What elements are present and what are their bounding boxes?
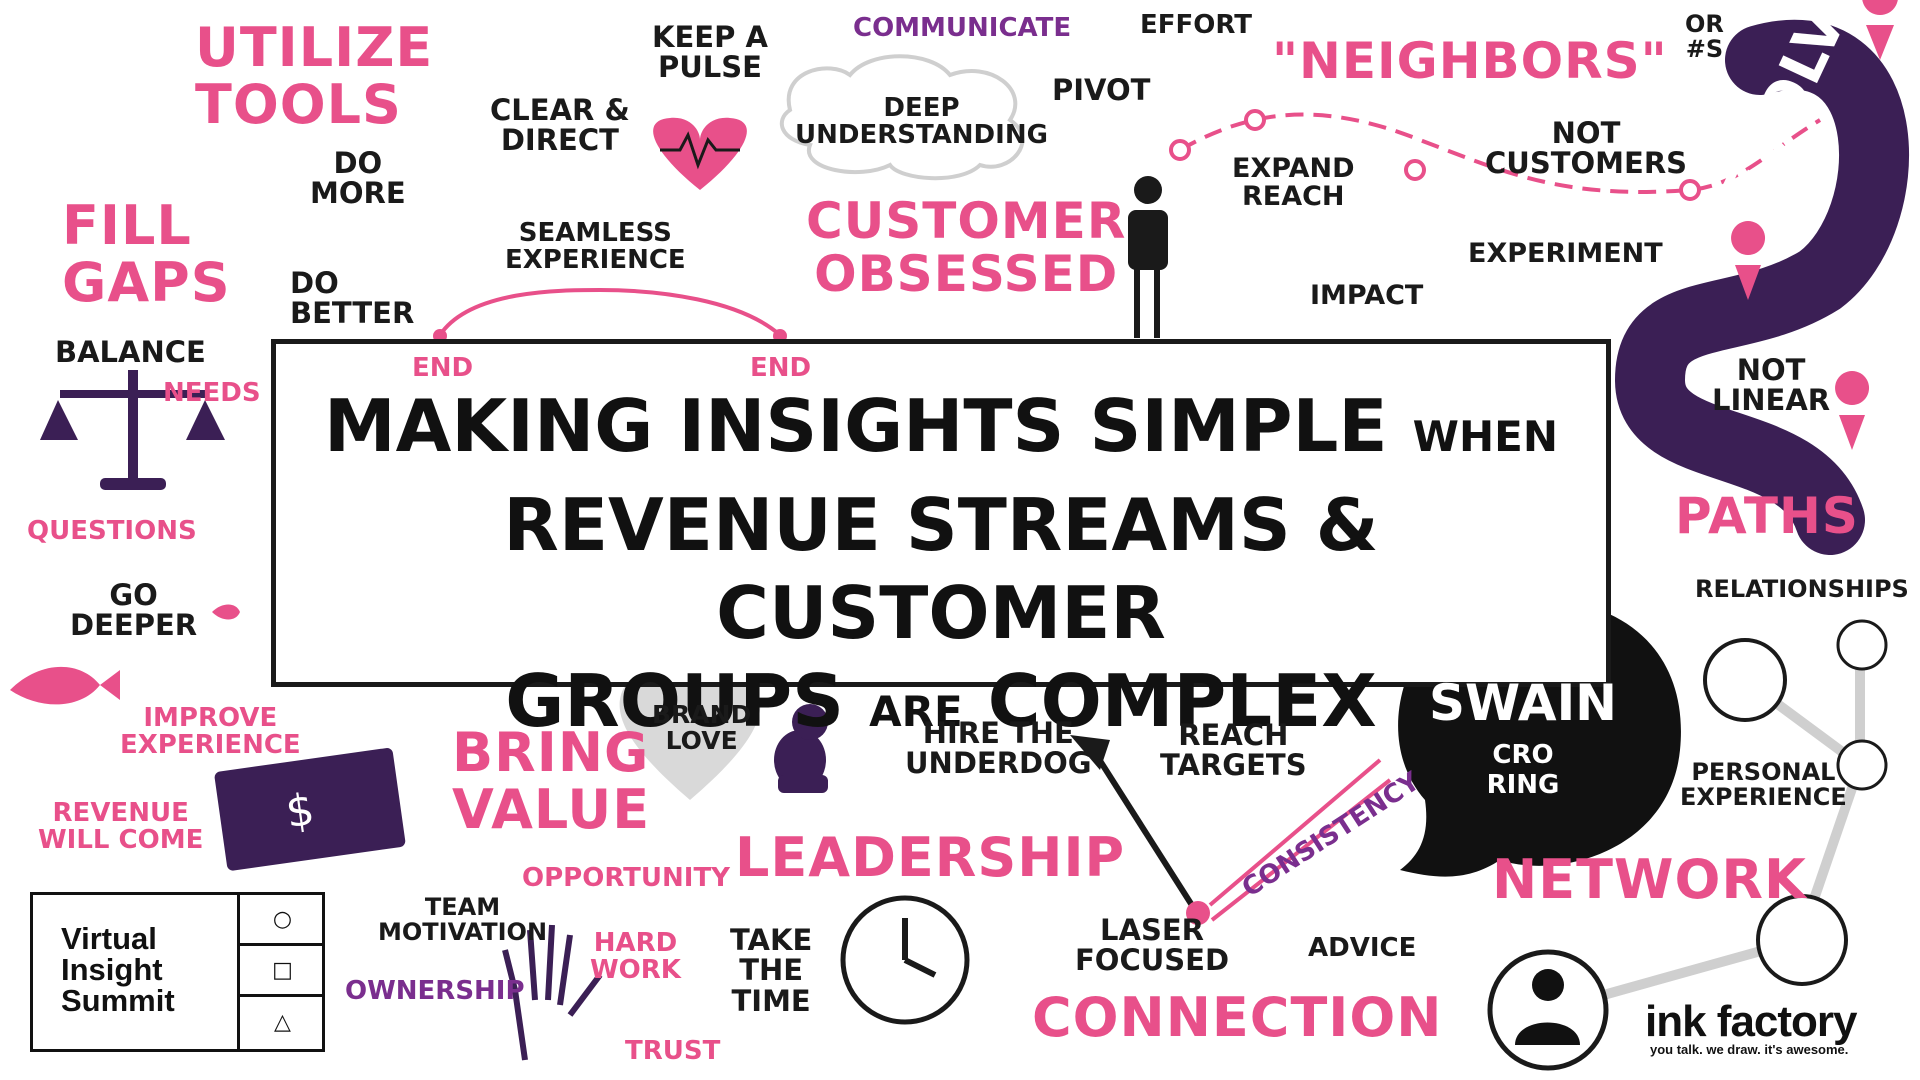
title-line3-small: ARE xyxy=(869,687,963,736)
person-icon xyxy=(1128,176,1168,338)
label-not-customers: NOT CUSTOMERS xyxy=(1485,116,1688,181)
evolve-path-ribbon xyxy=(1614,19,1909,555)
person-icon xyxy=(1515,969,1580,1045)
fish-icon xyxy=(10,666,120,705)
page-title: MAKING INSIGHTS SIMPLE WHEN REVENUE STRE… xyxy=(276,382,1606,756)
label-do-better: DO BETTER xyxy=(290,266,415,331)
label-team-motivation: TEAM MOTIVATION xyxy=(378,893,548,947)
label-reach-targets: REACH TARGETS xyxy=(1160,718,1307,783)
map-pin-icon xyxy=(1862,0,1898,60)
label-bring-value: BRING VALUE xyxy=(452,721,651,841)
label-personal-experience: PERSONAL EXPERIENCE xyxy=(1680,758,1847,812)
label-ownership: OWNERSHIP xyxy=(345,976,525,1006)
label-fill-gaps: FILL GAPS xyxy=(62,194,231,314)
label-network: NETWORK xyxy=(1492,848,1807,911)
label-leadership: LEADERSHIP xyxy=(735,826,1126,889)
label-opportunity: OPPORTUNITY xyxy=(522,863,731,893)
label-utilize-tools: UTILIZE TOOLS xyxy=(195,16,434,136)
event-logo: Virtual Insight Summit ○ □ △ xyxy=(30,892,325,1052)
heart-icon xyxy=(619,661,761,800)
title-line1-small: WHEN xyxy=(1412,412,1558,461)
money-icon: $ xyxy=(214,748,406,871)
speaker-role: CRO RING xyxy=(1486,740,1560,800)
label-communicate: COMMUNICATE xyxy=(853,13,1072,43)
label-balance: BALANCE xyxy=(55,335,206,369)
ink-factory-tagline: you talk. we draw. it's awesome. xyxy=(1650,1042,1849,1057)
label-paths: PATHS xyxy=(1675,487,1859,545)
hand-icon xyxy=(502,924,603,1061)
label-customer-obsessed: CUSTOMER OBSESSED xyxy=(806,192,1127,303)
label-trust: TRUST xyxy=(625,1036,721,1066)
label-deep-understanding: DEEP UNDERSTANDING xyxy=(795,93,1048,151)
title-box: MAKING INSIGHTS SIMPLE WHEN REVENUE STRE… xyxy=(271,339,1611,743)
label-needs: NEEDS xyxy=(163,378,261,408)
label-not-linear: NOT LINEAR xyxy=(1712,353,1831,418)
speaker-name: MIMI SWAIN xyxy=(1428,622,1618,732)
label-improve-experience: IMPROVE EXPERIENCE xyxy=(120,703,301,761)
label-hire-the-underdog: HIRE THE UNDERDOG xyxy=(905,716,1092,781)
label-relationships: RELATIONSHIPS xyxy=(1695,575,1909,603)
balance-scale-icon xyxy=(40,370,225,490)
label-questions: QUESTIONS xyxy=(27,516,197,546)
label-seamless-experience: SEAMLESS EXPERIENCE xyxy=(505,218,686,276)
heart-pulse-icon xyxy=(653,117,747,190)
label-effort: EFFORT xyxy=(1140,10,1252,40)
clock-icon xyxy=(840,895,970,1025)
label-hard-work: HARD WORK xyxy=(590,928,681,986)
map-pin-icon xyxy=(1835,371,1870,450)
event-name: Virtual Insight Summit xyxy=(61,921,175,1018)
map-pin-icon xyxy=(1731,221,1766,300)
label-advice: ADVICE xyxy=(1308,933,1417,963)
label-do-more: DO MORE xyxy=(310,146,406,211)
event-shapes: ○ □ △ xyxy=(237,895,325,1049)
label-pivot: PIVOT xyxy=(1052,73,1151,107)
label-impact: IMPACT xyxy=(1310,280,1424,311)
label-keep-a-pulse: KEEP A PULSE xyxy=(652,20,768,85)
ink-factory-logo: ink factory xyxy=(1645,997,1858,1046)
label-expand-reach: EXPAND REACH xyxy=(1232,153,1355,213)
title-line1-main: MAKING INSIGHTS SIMPLE xyxy=(324,384,1388,468)
circle-icon: ○ xyxy=(240,895,325,946)
label-or-numbers: OR #s xyxy=(1685,10,1724,64)
label-clear-direct: CLEAR & DIRECT xyxy=(490,93,630,158)
title-line3-b: COMPLEX xyxy=(987,659,1377,743)
dog-icon xyxy=(774,704,835,793)
label-take-the-time: TAKE THE TIME xyxy=(730,923,813,1018)
label-go-deeper: GO DEEPER xyxy=(70,578,198,643)
title-line3-a: GROUPS xyxy=(505,659,845,743)
title-line2: REVENUE STREAMS & CUSTOMER xyxy=(503,483,1379,655)
label-experiment: EXPERIMENT xyxy=(1468,238,1663,269)
label-neighbors: "NEIGHBORS" xyxy=(1272,32,1668,90)
triangle-icon: △ xyxy=(274,1010,291,1035)
square-icon: □ xyxy=(240,946,325,997)
arrow-target-icon xyxy=(1070,735,1210,925)
label-end-left: END xyxy=(412,353,474,383)
label-connection: CONNECTION xyxy=(1032,986,1443,1049)
label-revenue-will-come: REVENUE WILL COME xyxy=(38,798,204,856)
label-brand-love: BRAND LOVE xyxy=(652,700,752,756)
label-end-right: END xyxy=(750,353,812,383)
label-laser-focused: LASER FOCUSED xyxy=(1075,913,1230,978)
